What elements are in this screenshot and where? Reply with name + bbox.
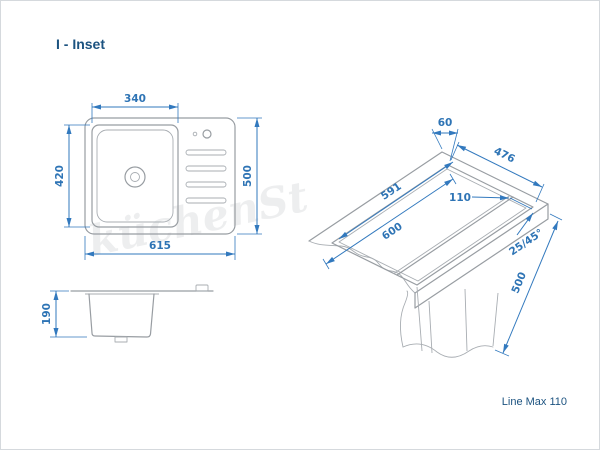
dim-110-leader xyxy=(471,195,510,201)
dim-600-line xyxy=(325,178,454,265)
drain-outer-icon xyxy=(124,166,146,188)
drainer-ridge xyxy=(185,149,227,156)
faucet-deck xyxy=(195,284,209,292)
page-title: I - Inset xyxy=(56,36,105,52)
cabinet-break-bottom xyxy=(402,343,494,358)
dim-110-extension xyxy=(509,197,533,210)
cutout-outline xyxy=(331,164,534,286)
bowl-profile xyxy=(88,293,155,338)
drainer-ridge xyxy=(185,181,227,188)
shelf-divider-line xyxy=(396,196,514,276)
top-view: 340 420 500 615 xyxy=(54,93,262,260)
dim-615-label: 615 xyxy=(149,240,171,252)
cabinet-projection-lines xyxy=(416,286,499,354)
product-label: Line Max 110 xyxy=(502,396,567,408)
dim-iso500-label: 500 xyxy=(509,270,529,295)
worktop-break-line xyxy=(308,240,416,294)
watermark-text: küchenSt xyxy=(84,172,312,266)
dim-60-label: 60 xyxy=(438,117,453,129)
drain-inner-icon xyxy=(130,172,140,182)
cabinet-break-left xyxy=(400,290,409,348)
faucet-hole-icon xyxy=(202,129,212,139)
bowl-outline xyxy=(91,124,179,228)
cutout-inner-outline xyxy=(338,168,527,282)
bowl-inner-outline xyxy=(96,129,174,223)
dim-476-label: 476 xyxy=(492,145,517,165)
dim-600-label: 600 xyxy=(380,220,405,242)
iso-view: 60 476 591 110 600 25/45° 500 xyxy=(308,117,563,358)
overflow-hole-icon xyxy=(192,131,198,137)
dim-iso500-line xyxy=(502,220,559,354)
drainer-ridge xyxy=(185,165,227,172)
dim-420-label: 420 xyxy=(54,165,66,187)
dim-340-label: 340 xyxy=(124,93,146,105)
dim-110-label: 110 xyxy=(449,192,471,204)
dim-420-extensions xyxy=(64,124,90,228)
dim-iso500-extensions xyxy=(494,213,563,357)
sink-outline xyxy=(84,117,236,235)
dim-190-label: 190 xyxy=(41,303,53,325)
dim-340-extensions xyxy=(91,103,179,123)
drainer-ridge xyxy=(185,197,227,204)
dim-476-line xyxy=(456,144,543,188)
side-view: 190 xyxy=(41,284,214,343)
worktop-edges xyxy=(308,151,549,294)
drain-stub xyxy=(114,336,128,343)
dim-500-label: 500 xyxy=(242,165,254,187)
dim-591-label: 591 xyxy=(379,180,404,202)
